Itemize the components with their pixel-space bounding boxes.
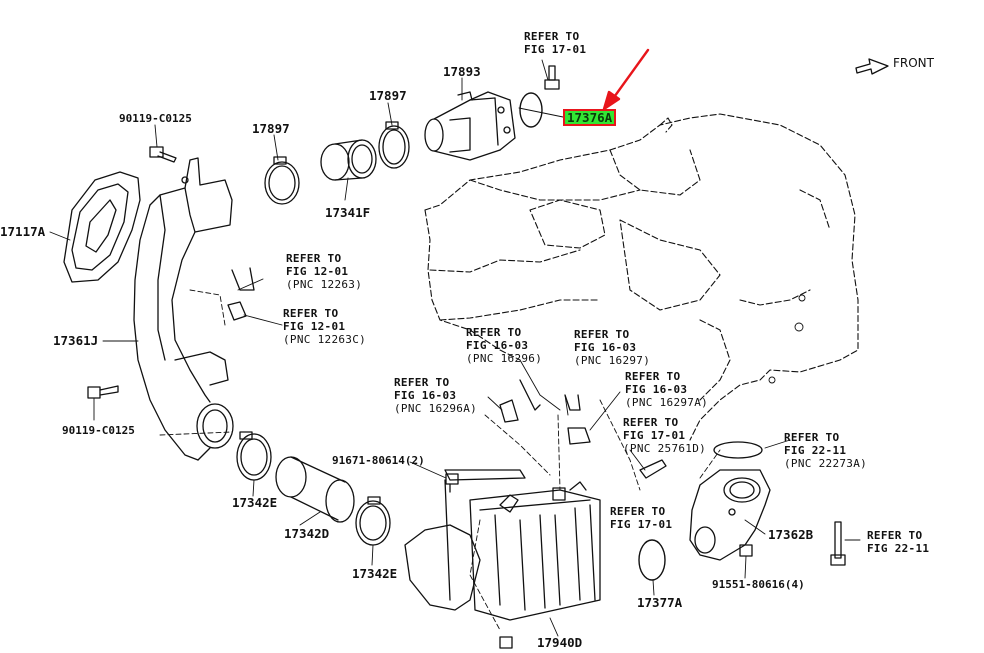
clamp-17897-right xyxy=(378,121,410,169)
leader-lines xyxy=(159,289,721,631)
ref-line: (PNC 25761D) xyxy=(623,442,707,455)
label-17940D[interactable]: 17940D xyxy=(537,635,583,650)
ref-line: REFER TO xyxy=(524,30,580,43)
red-pointer-arrow xyxy=(602,48,650,111)
bolt-90119-left xyxy=(87,385,119,399)
hose-17341F xyxy=(320,139,377,181)
label-17361J[interactable]: 17361J xyxy=(53,333,99,348)
ref-line: (PNC 16296) xyxy=(466,352,543,365)
ref-line: REFER TO xyxy=(283,307,339,320)
label-bolt-91551[interactable]: 91551-80616(4) xyxy=(712,578,805,591)
ref-line: REFER TO xyxy=(286,252,342,265)
label-17341F[interactable]: 17341F xyxy=(325,205,371,220)
label-17342E-b[interactable]: 17342E xyxy=(352,566,398,581)
long-bolt-ref-22-11 xyxy=(830,521,846,566)
ref-line: REFER TO xyxy=(784,431,840,444)
part-ref-25761D xyxy=(639,459,667,479)
ref-line: FIG 16-03 xyxy=(574,341,637,354)
ref-line: REFER TO xyxy=(867,529,923,542)
ref-line: FIG 12-01 xyxy=(283,320,346,333)
ref-fig-17-01-top[interactable]: REFER TO FIG 17-01 xyxy=(524,30,586,56)
label-17897-right[interactable]: 17897 xyxy=(369,88,407,103)
engine-block xyxy=(424,113,859,441)
ref-fig-16-03-b[interactable]: REFER TO FIG 16-03 (PNC 16297) xyxy=(574,328,650,367)
bolt-91671 xyxy=(445,473,459,493)
ref-fig-22-11-b[interactable]: REFER TO FIG 22-11 xyxy=(867,529,929,555)
ref-fig-16-03-c[interactable]: REFER TO FIG 16-03 (PNC 16296A) xyxy=(394,376,477,415)
pipe-ref-16297 xyxy=(564,394,581,411)
front-arrow-icon xyxy=(855,58,889,75)
clamp-17897-left xyxy=(264,156,300,205)
ref-line: FIG 22-11 xyxy=(784,444,847,457)
ref-line: FIG 16-03 xyxy=(394,389,457,402)
label-17377A[interactable]: 17377A xyxy=(637,595,683,610)
ref-line: FIG 17-01 xyxy=(524,43,587,56)
label-17897-left[interactable]: 17897 xyxy=(252,121,290,136)
plug-ref-12263C xyxy=(227,301,247,321)
ref-fig-17-01-c[interactable]: REFER TO FIG 17-01 xyxy=(610,505,672,531)
label-bolt-90119-top[interactable]: 90119-C0125 xyxy=(119,112,192,125)
ref-line: REFER TO xyxy=(623,416,679,429)
ref-fig-17-01-b[interactable]: REFER TO FIG 17-01 (PNC 25761D) xyxy=(623,416,706,455)
cooler-17940D xyxy=(404,469,601,621)
bolt-bottom xyxy=(499,636,513,649)
water-outlet-17893 xyxy=(424,91,516,161)
label-17342D[interactable]: 17342D xyxy=(284,526,330,541)
label-17893[interactable]: 17893 xyxy=(443,64,481,79)
ref-line: REFER TO xyxy=(574,328,630,341)
bolt-top xyxy=(544,65,560,90)
ref-line: (PNC 16297A) xyxy=(625,396,709,409)
ref-line: (PNC 12263) xyxy=(286,278,363,291)
part-ref-16297A xyxy=(567,427,591,445)
ref-line: (PNC 16296A) xyxy=(394,402,478,415)
label-bolt-91671[interactable]: 91671-80614(2) xyxy=(332,454,425,467)
ref-line: (PNC 16297) xyxy=(574,354,651,367)
label-17342E-a[interactable]: 17342E xyxy=(232,495,278,510)
label-front: FRONT xyxy=(893,56,934,70)
clamp-17342E-a xyxy=(236,431,272,481)
gasket-17117A xyxy=(63,171,141,283)
ref-line: FIG 12-01 xyxy=(286,265,349,278)
ref-line: FIG 16-03 xyxy=(625,383,688,396)
ref-line: FIG 17-01 xyxy=(610,518,673,531)
label-17362B[interactable]: 17362B xyxy=(768,527,814,542)
ref-line: REFER TO xyxy=(610,505,666,518)
inlet-17362B xyxy=(689,469,771,561)
ref-line: FIG 16-03 xyxy=(466,339,529,352)
label-17117A[interactable]: 17117A xyxy=(0,224,46,239)
label-leaders xyxy=(49,59,861,637)
clamp-17342E-b xyxy=(355,496,391,546)
pipe-ref-16296 xyxy=(519,379,541,411)
oring-17376A xyxy=(519,92,543,128)
ref-fig-16-03-a[interactable]: REFER TO FIG 16-03 (PNC 16296) xyxy=(466,326,542,365)
bolt-90119-top xyxy=(149,146,177,163)
ref-line: REFER TO xyxy=(625,370,681,383)
ref-line: FIG 22-11 xyxy=(867,542,930,555)
oring-ref-22273A xyxy=(713,441,763,459)
ref-line: REFER TO xyxy=(394,376,450,389)
label-17376A-highlighted[interactable]: 17376A xyxy=(563,109,617,126)
ref-line: FIG 17-01 xyxy=(623,429,686,442)
ref-line: REFER TO xyxy=(466,326,522,339)
ref-line: (PNC 12263C) xyxy=(283,333,367,346)
pipe-17361J xyxy=(133,157,234,461)
label-bolt-90119-left[interactable]: 90119-C0125 xyxy=(62,424,135,437)
ref-fig-12-01-b[interactable]: REFER TO FIG 12-01 (PNC 12263C) xyxy=(283,307,366,346)
ref-line: (PNC 22273A) xyxy=(784,457,868,470)
part-ref-16296A xyxy=(499,399,519,423)
ref-fig-16-03-d[interactable]: REFER TO FIG 16-03 (PNC 16297A) xyxy=(625,370,708,409)
ref-fig-12-01-a[interactable]: REFER TO FIG 12-01 (PNC 12263) xyxy=(286,252,362,291)
hose-ref-12263 xyxy=(231,267,255,291)
hose-17342D xyxy=(275,456,355,523)
ref-fig-22-11-a[interactable]: REFER TO FIG 22-11 (PNC 22273A) xyxy=(784,431,867,470)
oring-17377A xyxy=(638,539,666,581)
